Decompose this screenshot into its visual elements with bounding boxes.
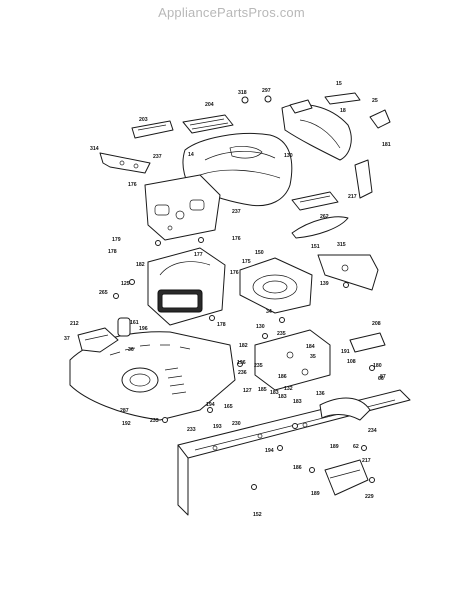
callout-label: 314 bbox=[90, 146, 99, 152]
callout-label: 165 bbox=[224, 404, 233, 410]
callout-label: 189 bbox=[330, 444, 339, 450]
callout-label: 203 bbox=[139, 117, 148, 123]
callout-label: 237 bbox=[153, 154, 162, 160]
callout-label: 196 bbox=[237, 360, 246, 366]
callout-label: 176 bbox=[230, 270, 239, 276]
callout-label: 180 bbox=[373, 363, 382, 369]
callout-label: 108 bbox=[347, 359, 356, 365]
callout-label: 25 bbox=[372, 98, 378, 104]
callout-label: 179 bbox=[112, 237, 121, 243]
callout-label: 208 bbox=[372, 321, 381, 327]
callout-label: 204 bbox=[205, 102, 214, 108]
dash-assembly bbox=[281, 92, 391, 199]
callout-label: 139 bbox=[320, 281, 329, 287]
callout-label: 183 bbox=[293, 399, 302, 405]
dash-panel-176 bbox=[144, 174, 221, 241]
fasteners bbox=[113, 95, 375, 490]
callout-label: 15 bbox=[336, 81, 342, 87]
callout-label: 236 bbox=[238, 370, 247, 376]
callout-label: 287 bbox=[120, 408, 129, 414]
callout-label: 183 bbox=[270, 390, 279, 396]
callout-label: 178 bbox=[108, 249, 117, 255]
callout-label: 130 bbox=[284, 153, 293, 159]
watermark-text: AppliancePartsPros.com bbox=[158, 5, 305, 20]
callout-label: 125 bbox=[121, 281, 130, 287]
callout-label: 182 bbox=[136, 262, 145, 268]
callout-label: 66 bbox=[378, 376, 384, 382]
callout-label: 186 bbox=[293, 465, 302, 471]
seat-pan bbox=[69, 331, 236, 421]
callout-label: 196 bbox=[139, 326, 148, 332]
callout-label: 181 bbox=[382, 142, 391, 148]
callout-label: 37 bbox=[64, 336, 70, 342]
callout-label: 34 bbox=[266, 309, 272, 315]
callout-label: 177 bbox=[194, 252, 203, 258]
callout-label: 262 bbox=[320, 214, 329, 220]
callout-label: 130 bbox=[256, 324, 265, 330]
callout-label: 176 bbox=[128, 182, 137, 188]
callout-label: 18 bbox=[340, 108, 346, 114]
callout-label: 212 bbox=[70, 321, 79, 327]
callout-label: 192 bbox=[122, 421, 131, 427]
callout-label: 151 bbox=[311, 244, 320, 250]
bracket-151 bbox=[317, 254, 379, 291]
callout-label: 176 bbox=[232, 236, 241, 242]
callout-label: 194 bbox=[265, 448, 274, 454]
callout-label: 35 bbox=[310, 354, 316, 360]
callout-label: 178 bbox=[217, 322, 226, 328]
callout-label: 217 bbox=[348, 194, 357, 200]
callout-label: 62 bbox=[353, 444, 359, 450]
callout-label: 237 bbox=[232, 209, 241, 215]
callout-label: 191 bbox=[341, 349, 350, 355]
callout-label: 234 bbox=[368, 428, 377, 434]
bracket-180 bbox=[349, 332, 386, 353]
callout-label: 182 bbox=[239, 343, 248, 349]
callout-label: 229 bbox=[365, 494, 374, 500]
hood-panel-204 bbox=[182, 114, 234, 134]
callout-label: 235 bbox=[254, 363, 263, 369]
callout-label: 36 bbox=[128, 347, 134, 353]
callout-label: 193 bbox=[213, 424, 222, 430]
callout-label: 235 bbox=[277, 331, 286, 337]
callout-label: 217 bbox=[362, 458, 371, 464]
vent-262 bbox=[291, 191, 339, 211]
callout-label: 265 bbox=[99, 290, 108, 296]
fender-186 bbox=[77, 327, 119, 353]
mount-bracket bbox=[254, 329, 331, 391]
callout-label: 87 bbox=[380, 374, 386, 380]
callout-label: 233 bbox=[150, 418, 159, 424]
callout-label: 150 bbox=[255, 250, 264, 256]
callout-label: 194 bbox=[206, 402, 215, 408]
callout-label: 132 bbox=[284, 386, 293, 392]
callout-label: 189 bbox=[311, 491, 320, 497]
callout-label: 233 bbox=[187, 427, 196, 433]
callout-label: 185 bbox=[258, 387, 267, 393]
bracket-152 bbox=[324, 459, 369, 496]
callout-label: 297 bbox=[262, 88, 271, 94]
frame-rail bbox=[177, 389, 411, 516]
callout-label: 315 bbox=[337, 242, 346, 248]
callout-label: 127 bbox=[243, 388, 252, 394]
callout-label: 175 bbox=[242, 259, 251, 265]
steering-support-150 bbox=[239, 257, 313, 314]
vent-203 bbox=[131, 120, 174, 139]
callout-label: 136 bbox=[316, 391, 325, 397]
switch-161 bbox=[117, 317, 131, 337]
bracket-314 bbox=[99, 152, 151, 174]
callout-label: 184 bbox=[306, 344, 315, 350]
callout-labels: 15 25 318 297 204 203 18 314 14 237 130 181 176 217 26… bbox=[64, 81, 391, 518]
callout-label: 186 bbox=[278, 374, 287, 380]
callout-label: 161 bbox=[130, 320, 139, 326]
callout-label: 14 bbox=[188, 152, 194, 158]
callout-label: 230 bbox=[232, 421, 241, 427]
callout-label: 318 bbox=[238, 90, 247, 96]
callout-label: 183 bbox=[278, 394, 287, 400]
callout-label: 152 bbox=[253, 512, 262, 518]
trim-315 bbox=[291, 216, 349, 239]
console-176 bbox=[147, 247, 226, 326]
